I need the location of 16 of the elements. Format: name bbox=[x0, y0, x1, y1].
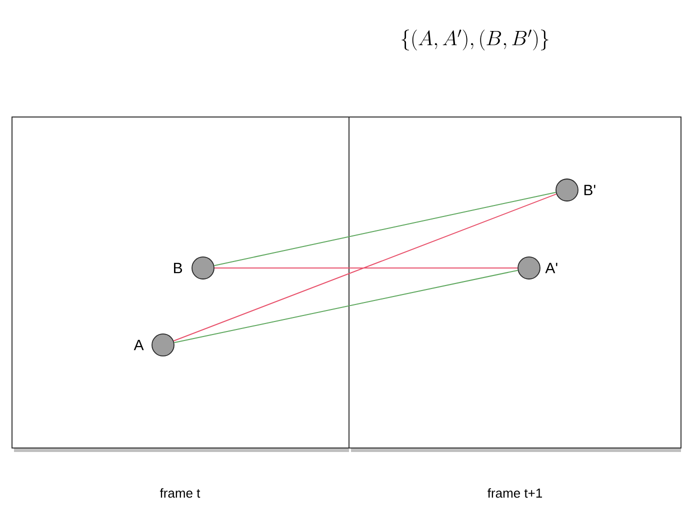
point-circle bbox=[518, 256, 540, 280]
frame-box bbox=[12, 116, 350, 448]
match-line bbox=[214, 192, 556, 266]
point-label: A' bbox=[545, 262, 558, 274]
point-label: B bbox=[174, 262, 182, 274]
frame-label: frame t bbox=[160, 488, 200, 498]
formula: $\{(A,A'),(B,B')\}$ bbox=[402, 30, 548, 50]
point-circle bbox=[556, 178, 578, 202]
match-line bbox=[173, 194, 557, 342]
match-line bbox=[174, 270, 518, 344]
point-label: B' bbox=[584, 184, 596, 196]
point-circle bbox=[192, 256, 214, 280]
point-label: A bbox=[134, 340, 144, 350]
frame-box bbox=[348, 116, 682, 448]
frame-label: frame t+1 bbox=[488, 488, 542, 498]
point-circle bbox=[152, 334, 174, 356]
